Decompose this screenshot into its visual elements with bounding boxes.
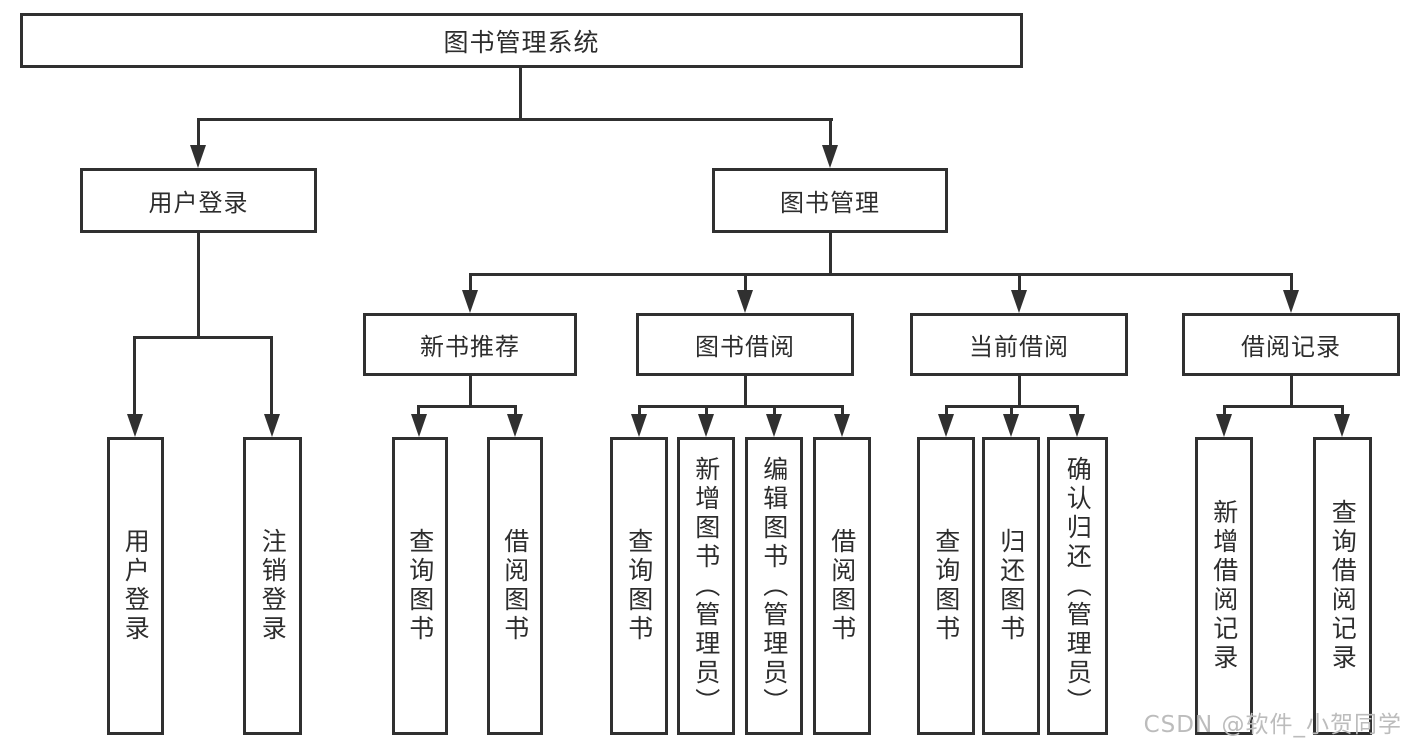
arrow-down-icon xyxy=(462,290,478,313)
connector-line xyxy=(417,405,420,417)
connector-line xyxy=(1010,405,1013,417)
leaf-bb-add-books-admin: 新增图书（管理员） xyxy=(677,437,735,735)
leaf-nbr-query-books: 查询图书 xyxy=(392,437,448,735)
node-book-management: 图书管理 xyxy=(712,168,948,233)
connector-line xyxy=(744,273,747,293)
node-new-book-recommend: 新书推荐 xyxy=(363,313,577,376)
node-borrow-records: 借阅记录 xyxy=(1182,313,1400,376)
watermark-text: CSDN @软件_小贺同学 xyxy=(1143,712,1402,738)
leaf-br-query-record: 查询借阅记录 xyxy=(1313,437,1372,735)
node-book-borrow: 图书借阅 xyxy=(636,313,854,376)
leaf-logout: 注销登录 xyxy=(243,437,302,735)
node-user-login-label: 用户登录 xyxy=(148,189,249,217)
connector-line xyxy=(1223,405,1226,417)
leaf-bb-borrow-books: 借阅图书 xyxy=(813,437,871,735)
connector-line xyxy=(829,118,832,148)
connector-line xyxy=(1290,273,1293,293)
connector-line xyxy=(705,405,708,417)
arrow-down-icon xyxy=(411,414,427,437)
leaf-bb-borrow-books-label: 借阅图书 xyxy=(827,528,857,644)
connector-line xyxy=(514,405,517,417)
node-borrow-records-label: 借阅记录 xyxy=(1241,333,1341,361)
leaf-cb-query-books-label: 查询图书 xyxy=(931,528,961,644)
node-book-management-label: 图书管理 xyxy=(780,189,880,217)
connector-line xyxy=(519,68,522,120)
arrow-down-icon xyxy=(507,414,523,437)
connector-line xyxy=(1223,405,1344,408)
arrow-down-icon xyxy=(190,145,206,168)
leaf-br-query-record-label: 查询借阅记录 xyxy=(1328,499,1358,673)
connector-line xyxy=(829,233,832,275)
connector-line xyxy=(133,336,273,339)
connector-line xyxy=(638,405,641,417)
node-current-borrow-label: 当前借阅 xyxy=(969,333,1069,361)
connector-line xyxy=(133,336,136,416)
leaf-nbr-borrow-books-label: 借阅图书 xyxy=(500,528,530,644)
arrow-down-icon xyxy=(127,414,143,437)
connector-line xyxy=(469,376,472,407)
leaf-bb-edit-books-admin-label: 编辑图书（管理员） xyxy=(759,455,789,717)
node-book-borrow-label: 图书借阅 xyxy=(695,333,795,361)
leaf-user-login-label: 用户登录 xyxy=(121,528,151,644)
leaf-cb-query-books: 查询图书 xyxy=(917,437,975,735)
arrow-down-icon xyxy=(1069,414,1085,437)
leaf-bb-edit-books-admin: 编辑图书（管理员） xyxy=(745,437,803,735)
arrow-down-icon xyxy=(1283,290,1299,313)
arrow-down-icon xyxy=(737,290,753,313)
connector-line xyxy=(945,405,948,417)
connector-line xyxy=(197,118,833,121)
leaf-bb-query-books: 查询图书 xyxy=(610,437,668,735)
connector-line xyxy=(1076,405,1079,417)
connector-line xyxy=(638,405,844,408)
leaf-nbr-borrow-books: 借阅图书 xyxy=(487,437,543,735)
arrow-down-icon xyxy=(1003,414,1019,437)
arrow-down-icon xyxy=(938,414,954,437)
node-user-login: 用户登录 xyxy=(80,168,317,233)
connector-line xyxy=(1018,273,1021,293)
connector-line xyxy=(1290,376,1293,407)
connector-line xyxy=(469,273,1293,276)
node-root: 图书管理系统 xyxy=(20,13,1023,68)
arrow-down-icon xyxy=(766,414,782,437)
leaf-logout-label: 注销登录 xyxy=(258,528,288,644)
connector-line xyxy=(1018,376,1021,407)
connector-line xyxy=(417,405,517,408)
connector-line xyxy=(197,118,200,148)
connector-line xyxy=(744,376,747,407)
leaf-br-add-record: 新增借阅记录 xyxy=(1195,437,1253,735)
node-new-book-recommend-label: 新书推荐 xyxy=(420,333,520,361)
connector-line xyxy=(197,233,200,338)
leaf-br-add-record-label: 新增借阅记录 xyxy=(1209,499,1239,673)
node-current-borrow: 当前借阅 xyxy=(910,313,1128,376)
leaf-cb-confirm-return-admin: 确认归还（管理员） xyxy=(1047,437,1108,735)
arrow-down-icon xyxy=(1216,414,1232,437)
connector-line xyxy=(270,336,273,416)
leaf-cb-return-books-label: 归还图书 xyxy=(996,528,1026,644)
leaf-cb-return-books: 归还图书 xyxy=(982,437,1040,735)
leaf-bb-query-books-label: 查询图书 xyxy=(624,528,654,644)
arrow-down-icon xyxy=(698,414,714,437)
arrow-down-icon xyxy=(1334,414,1350,437)
arrow-down-icon xyxy=(1011,290,1027,313)
connector-line xyxy=(841,405,844,417)
arrow-down-icon xyxy=(631,414,647,437)
connector-line xyxy=(1341,405,1344,417)
leaf-cb-confirm-return-admin-label: 确认归还（管理员） xyxy=(1063,455,1093,717)
arrow-down-icon xyxy=(834,414,850,437)
arrow-down-icon xyxy=(264,414,280,437)
leaf-nbr-query-books-label: 查询图书 xyxy=(405,528,435,644)
leaf-user-login: 用户登录 xyxy=(107,437,164,735)
node-root-label: 图书管理系统 xyxy=(443,27,600,57)
arrow-down-icon xyxy=(822,145,838,168)
connector-line xyxy=(469,273,472,293)
leaf-bb-add-books-admin-label: 新增图书（管理员） xyxy=(691,455,721,717)
connector-line xyxy=(773,405,776,417)
